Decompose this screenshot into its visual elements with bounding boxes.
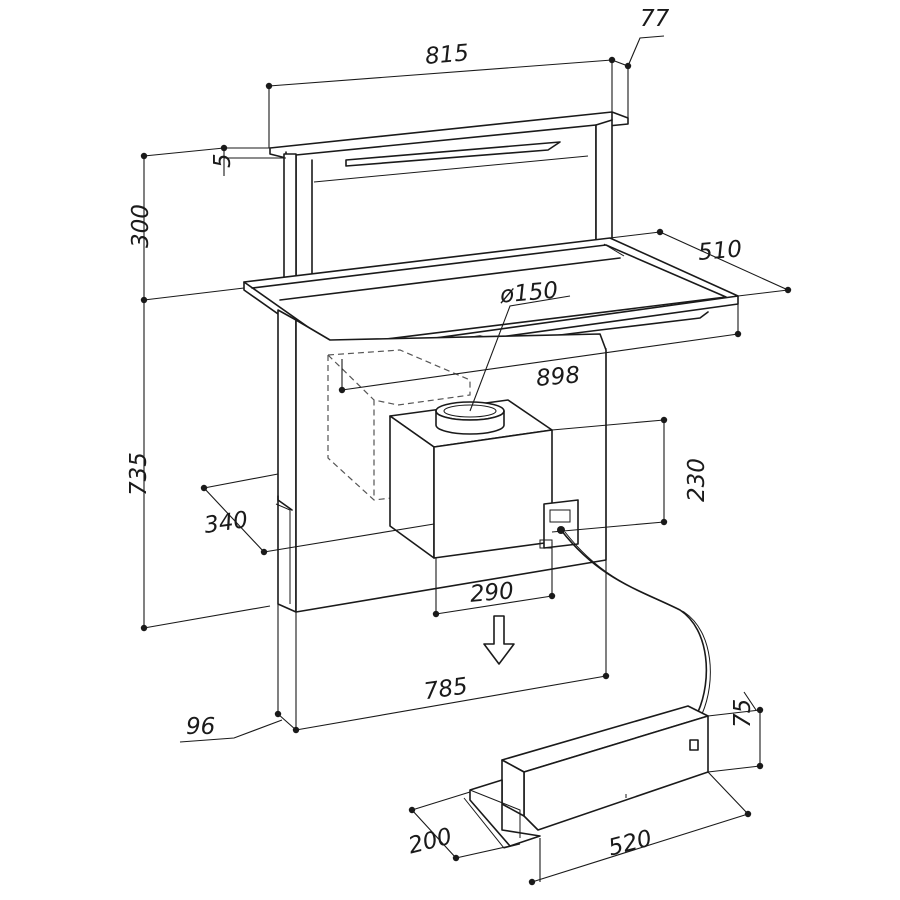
- label-remote-length: 520: [606, 826, 655, 862]
- label-duct-diameter: ø150: [498, 278, 559, 309]
- label-motor-offset: 340: [203, 507, 250, 539]
- label-remote-height: 75: [730, 699, 756, 728]
- label-remote-width: 200: [406, 824, 455, 860]
- label-top-width: 815: [424, 40, 470, 70]
- hidden-channel: [327, 349, 471, 501]
- label-top-depth: 77: [640, 6, 670, 32]
- label-cut-depth: 510: [697, 236, 743, 266]
- hood-riser: [269, 111, 629, 285]
- label-body-width: 785: [422, 673, 469, 705]
- dimension-lines: [140, 35, 792, 886]
- remote-motor-unit: [463, 705, 709, 849]
- label-body-depth: 96: [186, 714, 215, 740]
- label-rise-height: 300: [128, 204, 154, 248]
- airflow-arrow-icon: [483, 615, 515, 665]
- dimension-labels: 815 77 5 300 510 ø150 898 230 340 290 73…: [126, 6, 756, 861]
- label-top-thickness: 5: [210, 153, 236, 168]
- label-cut-width: 898: [535, 362, 581, 392]
- motor-box: [389, 399, 553, 559]
- label-motor-width: 290: [469, 578, 515, 608]
- power-cable-inner: [564, 531, 711, 715]
- label-motor-height: 230: [684, 458, 710, 502]
- label-body-height: 735: [126, 452, 152, 496]
- power-socket: [539, 499, 579, 549]
